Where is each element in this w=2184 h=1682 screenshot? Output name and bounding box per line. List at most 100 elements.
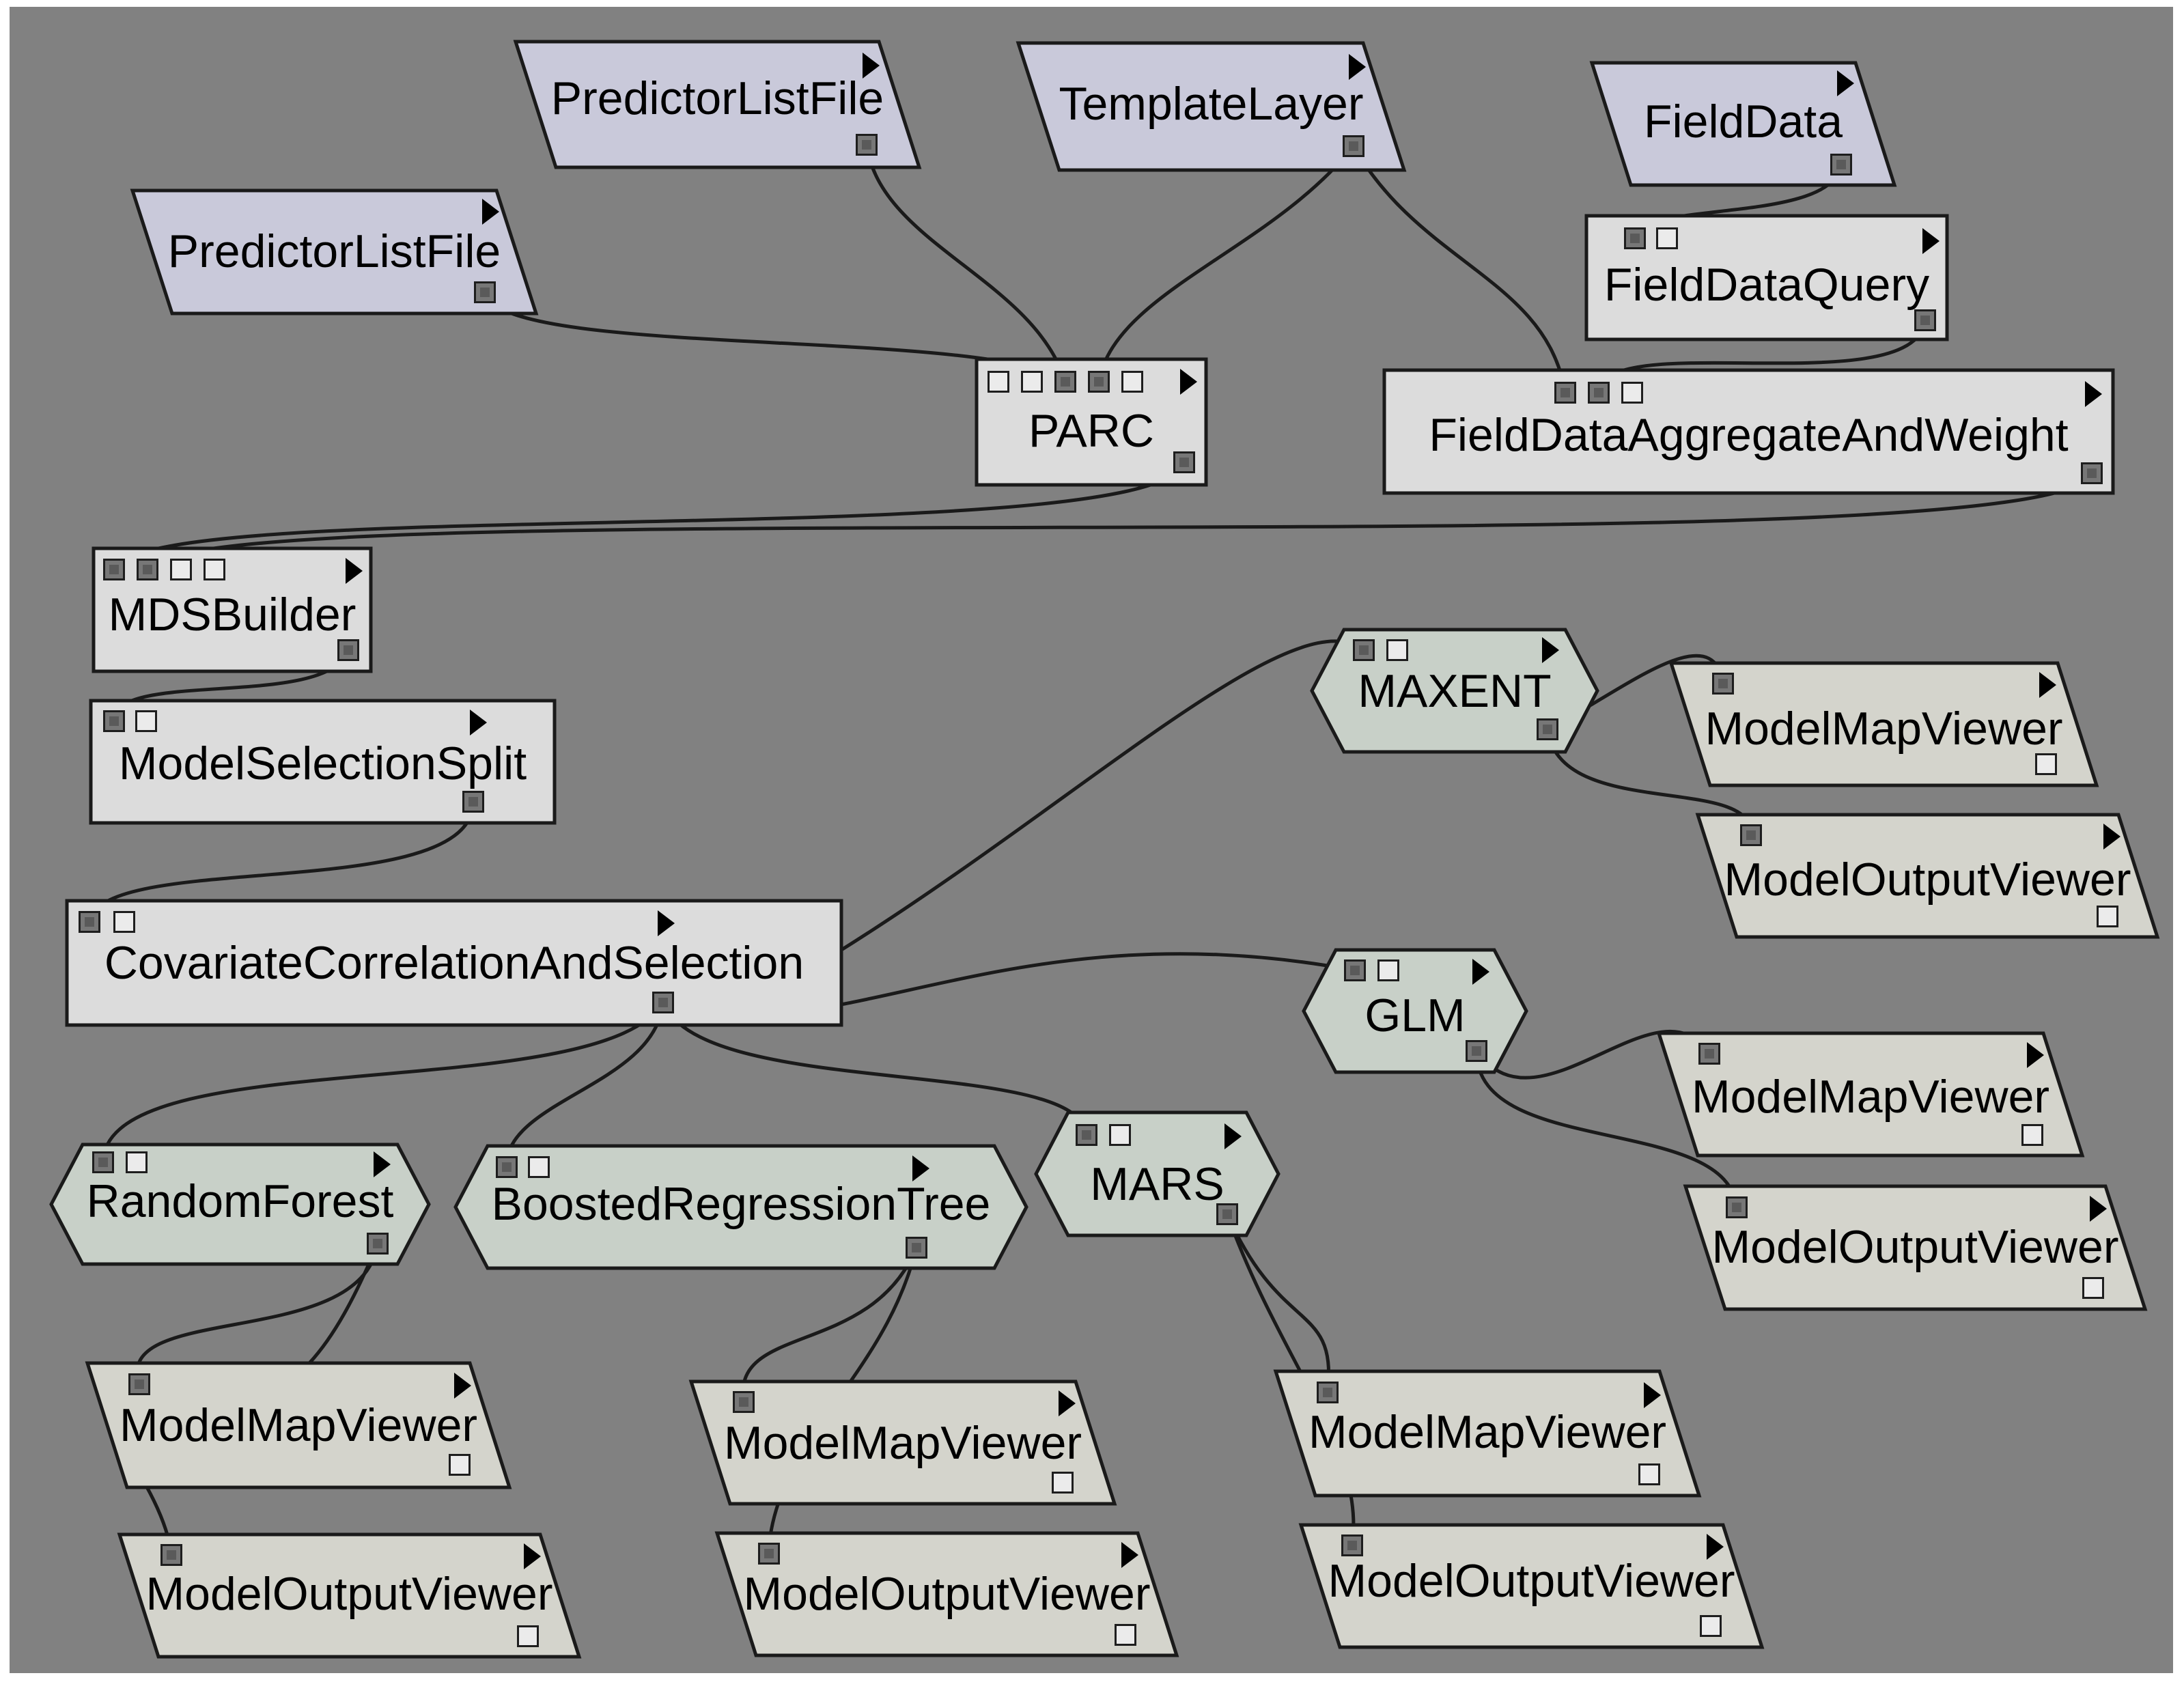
module-brt-map-viewer[interactable]: ModelMapViewer xyxy=(688,1379,1117,1506)
viewer-toggle-checkbox[interactable] xyxy=(517,1625,539,1647)
run-module-icon[interactable] xyxy=(1644,1382,1661,1408)
run-module-icon[interactable] xyxy=(1542,637,1559,663)
run-module-icon[interactable] xyxy=(1059,1390,1076,1416)
input-port[interactable] xyxy=(204,559,225,580)
input-port[interactable] xyxy=(103,710,125,732)
module-predictor-list-file-a[interactable]: PredictorListFile xyxy=(513,40,922,169)
run-module-icon[interactable] xyxy=(1121,1542,1138,1568)
output-port[interactable] xyxy=(652,992,674,1013)
input-port[interactable] xyxy=(1054,371,1076,393)
run-module-icon[interactable] xyxy=(658,910,675,936)
input-port[interactable] xyxy=(160,1544,182,1566)
output-port[interactable] xyxy=(337,639,359,661)
run-module-icon[interactable] xyxy=(2085,381,2102,407)
output-port[interactable] xyxy=(1914,309,1936,331)
viewer-toggle-checkbox[interactable] xyxy=(1115,1624,1136,1646)
run-module-icon[interactable] xyxy=(1922,228,1940,254)
module-model-selection-split[interactable]: ModelSelectionSplit xyxy=(89,699,557,825)
input-port[interactable] xyxy=(103,559,125,580)
input-port[interactable] xyxy=(1740,824,1762,846)
run-module-icon[interactable] xyxy=(2027,1042,2044,1068)
run-module-icon[interactable] xyxy=(863,53,880,79)
module-field-data[interactable]: FieldData xyxy=(1589,61,1897,187)
module-mars[interactable]: MARS xyxy=(1034,1110,1280,1237)
module-rf-map-viewer[interactable]: ModelMapViewer xyxy=(85,1361,512,1489)
module-maxent[interactable]: MAXENT xyxy=(1310,628,1599,754)
input-port[interactable] xyxy=(733,1391,755,1413)
module-mds-builder[interactable]: MDSBuilder xyxy=(92,546,373,673)
input-port[interactable] xyxy=(1588,382,1610,404)
module-glm-map-viewer[interactable]: ModelMapViewer xyxy=(1656,1031,2085,1158)
input-port[interactable] xyxy=(528,1156,550,1178)
module-mars-map-viewer[interactable]: ModelMapViewer xyxy=(1273,1369,1702,1498)
output-port[interactable] xyxy=(1537,718,1558,740)
run-module-icon[interactable] xyxy=(346,558,363,584)
input-port[interactable] xyxy=(1317,1382,1339,1403)
output-port[interactable] xyxy=(462,791,484,813)
run-module-icon[interactable] xyxy=(482,199,499,225)
output-port[interactable] xyxy=(2081,462,2103,484)
input-port[interactable] xyxy=(1109,1124,1131,1146)
input-port[interactable] xyxy=(1712,673,1734,695)
viewer-toggle-checkbox[interactable] xyxy=(1700,1615,1722,1637)
output-port[interactable] xyxy=(906,1237,927,1259)
input-port[interactable] xyxy=(1386,639,1408,661)
module-field-data-aggregate-and-weight[interactable]: FieldDataAggregateAndWeight xyxy=(1382,368,2115,495)
input-port[interactable] xyxy=(128,1373,150,1395)
module-predictor-list-file-b[interactable]: PredictorListFile xyxy=(130,188,539,316)
input-port[interactable] xyxy=(1624,227,1646,249)
input-port[interactable] xyxy=(1656,227,1678,249)
module-rf-output-viewer[interactable]: ModelOutputViewer xyxy=(117,1532,582,1659)
viewer-toggle-checkbox[interactable] xyxy=(1052,1472,1074,1494)
viewer-toggle-checkbox[interactable] xyxy=(2035,753,2057,775)
input-port[interactable] xyxy=(113,911,135,933)
run-module-icon[interactable] xyxy=(1180,369,1197,395)
output-port[interactable] xyxy=(474,281,496,303)
module-parc[interactable]: PARC xyxy=(975,357,1208,487)
module-random-forest[interactable]: RandomForest xyxy=(49,1143,431,1266)
input-port[interactable] xyxy=(1341,1534,1363,1556)
viewer-toggle-checkbox[interactable] xyxy=(1638,1463,1660,1485)
module-template-layer[interactable]: TemplateLayer xyxy=(1016,41,1407,172)
run-module-icon[interactable] xyxy=(470,710,487,735)
viewer-toggle-checkbox[interactable] xyxy=(2097,906,2118,927)
run-module-icon[interactable] xyxy=(1707,1534,1724,1560)
output-port[interactable] xyxy=(1830,154,1852,176)
module-boosted-regression-tree[interactable]: BoostedRegressionTree xyxy=(453,1144,1028,1270)
input-port[interactable] xyxy=(79,911,100,933)
viewer-toggle-checkbox[interactable] xyxy=(449,1454,471,1476)
run-module-icon[interactable] xyxy=(2103,824,2120,850)
module-maxent-output-viewer[interactable]: ModelOutputViewer xyxy=(1695,813,2160,939)
run-module-icon[interactable] xyxy=(374,1151,391,1177)
input-port[interactable] xyxy=(1554,382,1576,404)
module-maxent-map-viewer[interactable]: ModelMapViewer xyxy=(1668,661,2099,787)
output-port[interactable] xyxy=(1466,1040,1487,1062)
run-module-icon[interactable] xyxy=(2090,1196,2107,1222)
input-port[interactable] xyxy=(1726,1196,1748,1218)
run-module-icon[interactable] xyxy=(1472,959,1489,985)
module-covariate-correlation-and-selection[interactable]: CovariateCorrelationAndSelection xyxy=(65,899,843,1027)
run-module-icon[interactable] xyxy=(454,1373,471,1399)
viewer-toggle-checkbox[interactable] xyxy=(2021,1124,2043,1146)
input-port[interactable] xyxy=(1353,639,1375,661)
input-port[interactable] xyxy=(92,1151,114,1173)
run-module-icon[interactable] xyxy=(1837,70,1854,96)
run-module-icon[interactable] xyxy=(1224,1123,1242,1149)
input-port[interactable] xyxy=(1344,959,1366,981)
module-brt-output-viewer[interactable]: ModelOutputViewer xyxy=(714,1531,1179,1657)
input-port[interactable] xyxy=(126,1151,148,1173)
input-port[interactable] xyxy=(1377,959,1399,981)
input-port[interactable] xyxy=(1076,1124,1097,1146)
module-mars-output-viewer[interactable]: ModelOutputViewer xyxy=(1298,1523,1765,1649)
input-port[interactable] xyxy=(170,559,192,580)
run-module-icon[interactable] xyxy=(2039,672,2056,698)
input-port[interactable] xyxy=(1121,371,1143,393)
viewer-toggle-checkbox[interactable] xyxy=(2082,1277,2104,1299)
input-port[interactable] xyxy=(988,371,1009,393)
input-port[interactable] xyxy=(135,710,157,732)
input-port[interactable] xyxy=(1698,1043,1720,1065)
run-module-icon[interactable] xyxy=(524,1543,541,1569)
input-port[interactable] xyxy=(137,559,158,580)
module-glm-output-viewer[interactable]: ModelOutputViewer xyxy=(1683,1184,2148,1311)
input-port[interactable] xyxy=(1621,382,1643,404)
